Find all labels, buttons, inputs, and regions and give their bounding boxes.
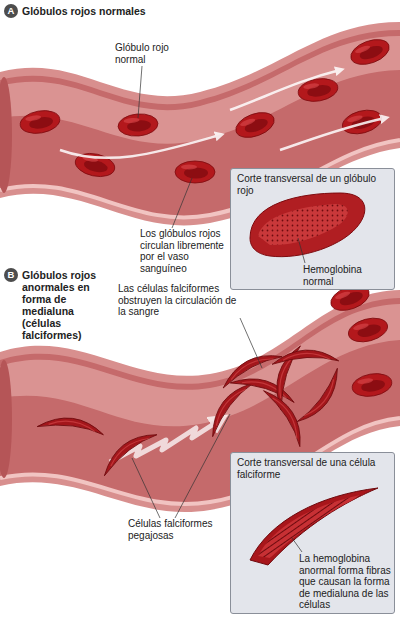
- callout-label: Los glóbulos rojos circulan libremente p…: [140, 228, 228, 274]
- red-blood-cell: [232, 108, 277, 142]
- section-letter: B: [4, 268, 18, 282]
- inset-heading: Corte transversal de una célula falcifor…: [237, 457, 387, 480]
- callout-label: Células falciformes pegajosas: [128, 518, 228, 541]
- normal-hemoglobin: [258, 204, 348, 245]
- flow-arrow: [280, 118, 385, 150]
- sickle-cell: [37, 407, 105, 449]
- section-letter: A: [4, 4, 18, 18]
- red-blood-cell: [117, 112, 159, 137]
- leader-line: [138, 66, 142, 118]
- flow-arrow-blocked: [110, 420, 220, 462]
- inset-box: Corte transversal de una célula falcifor…: [230, 452, 395, 614]
- leader-line: [175, 414, 230, 518]
- section-badge: AGlóbulos rojos normales: [4, 4, 18, 18]
- leader-line: [172, 178, 192, 228]
- leader-line: [240, 318, 262, 368]
- red-blood-cell: [346, 314, 390, 346]
- red-blood-cell: [18, 108, 61, 137]
- red-blood-cells: [327, 281, 393, 399]
- flow-arrow: [230, 70, 340, 110]
- section-badge: BGlóbulos rojos anormales en forma de me…: [4, 268, 18, 282]
- callout-label: La hemoglobina anormal forma fibras que …: [299, 553, 391, 611]
- hemoglobin-fibers: [258, 494, 365, 558]
- sickle-cell: [218, 351, 286, 388]
- cell-outline: [250, 488, 378, 565]
- leader-line: [132, 458, 160, 518]
- sickle-cell: [199, 379, 262, 437]
- sickle-cell: [96, 429, 164, 475]
- vessel-opening: [0, 77, 12, 193]
- red-blood-cell: [175, 161, 215, 183]
- red-blood-cell: [340, 106, 384, 138]
- callout-label: Glóbulo rojo normal: [115, 42, 185, 65]
- callout-label: Las células falciformes obstruyen la cir…: [118, 283, 243, 318]
- inset-box: Corte transversal de un glóbulo rojoHemo…: [230, 168, 395, 290]
- flow-arrow: [60, 135, 220, 158]
- section-heading: Glóbulos rojos normales: [22, 5, 242, 17]
- leader-lines: [132, 66, 305, 552]
- red-blood-cells: [18, 35, 392, 183]
- red-blood-cell: [296, 76, 339, 105]
- cell-outline: [250, 193, 365, 257]
- sickle-cross-section: [250, 488, 378, 565]
- zigzag-arrow: [110, 420, 220, 462]
- callout-label: Hemoglobina normal: [303, 264, 388, 287]
- vessel-opening: [0, 360, 12, 478]
- sickle-cell: [288, 368, 351, 426]
- inset-heading: Corte transversal de un glóbulo rojo: [237, 173, 387, 196]
- cut-face: [258, 204, 348, 245]
- cut-face: [258, 494, 365, 558]
- red-blood-cell: [350, 371, 393, 400]
- leader-line: [298, 238, 305, 263]
- red-blood-cell: [347, 35, 392, 69]
- vessel-back-wall: [0, 36, 400, 144]
- section-heading: Glóbulos rojos anormales en forma de med…: [22, 269, 108, 341]
- sickle-cell: [264, 384, 306, 452]
- leader-line: [292, 538, 302, 552]
- sickle-cell: [272, 344, 340, 376]
- rbc-cross-section: [250, 193, 365, 257]
- flow-arrows: [60, 70, 385, 158]
